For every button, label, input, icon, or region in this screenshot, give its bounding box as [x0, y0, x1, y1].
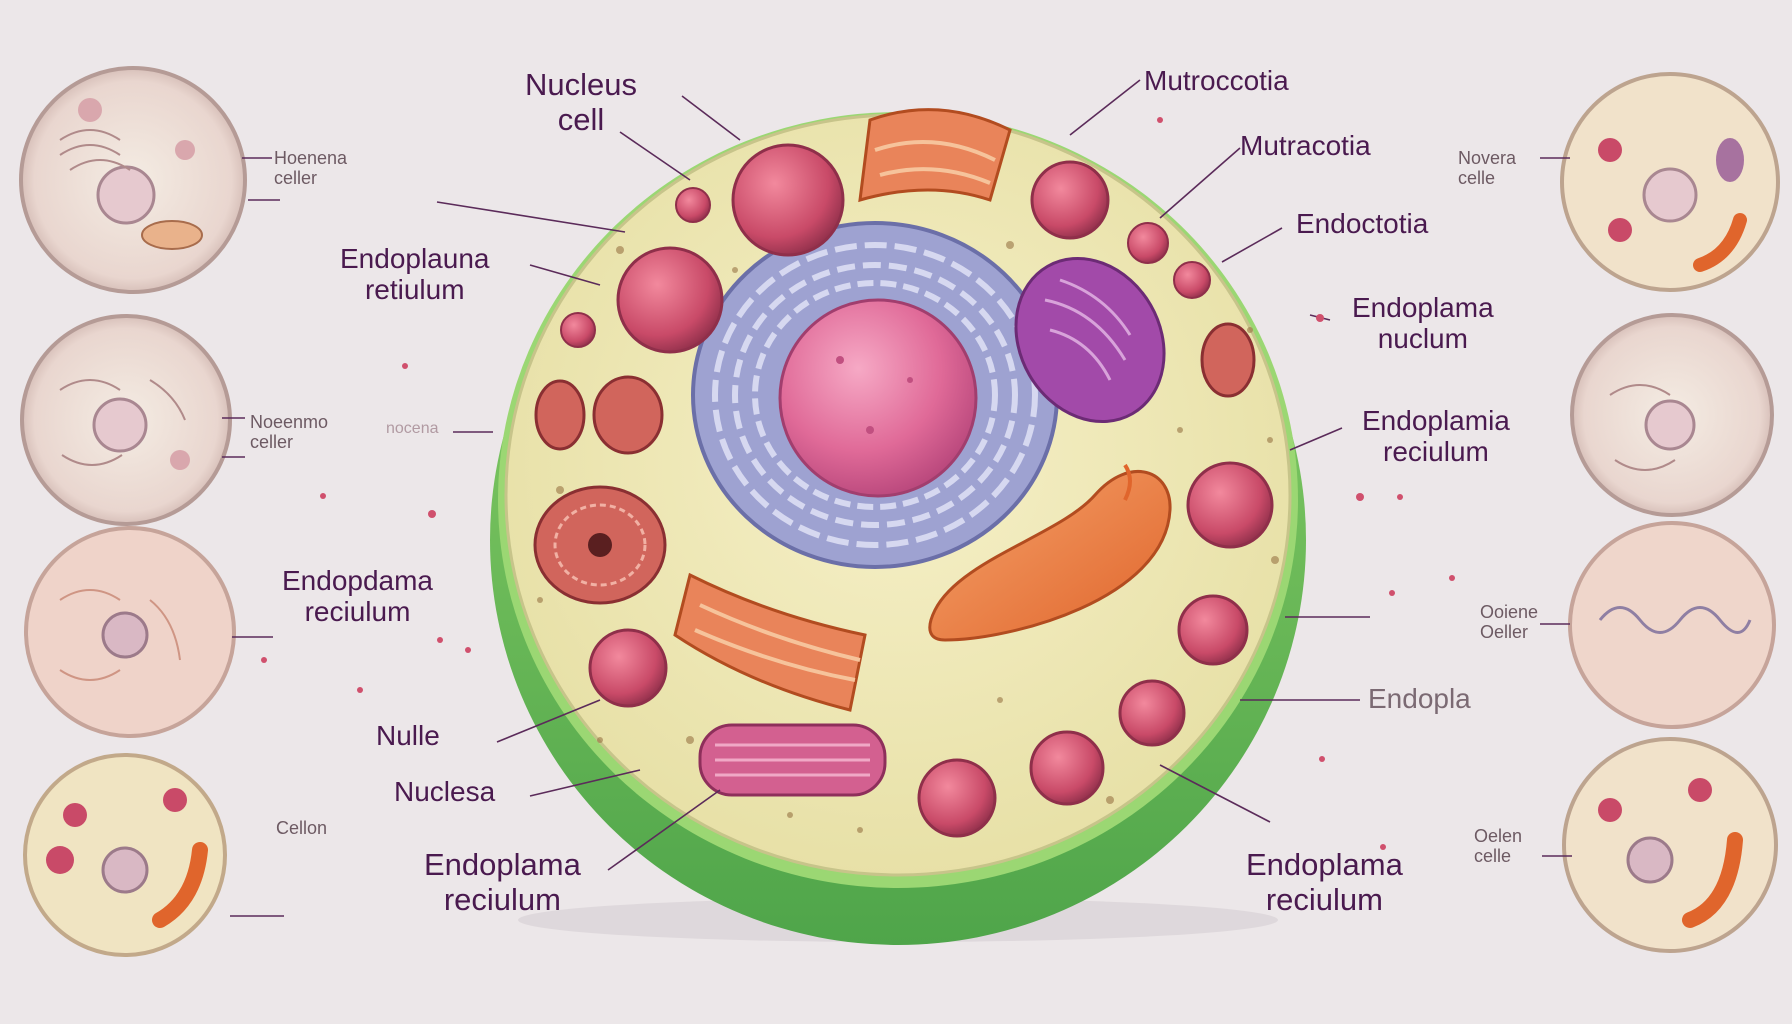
nucleus	[778, 298, 978, 498]
mini-cell-right-2	[1570, 313, 1774, 517]
mini-cell-left-2	[20, 314, 232, 526]
mini-cell-right-4	[1562, 737, 1778, 953]
organelle-purple	[1014, 256, 1166, 424]
label-mutracotia: Mutracotia	[1240, 130, 1371, 161]
mini-cell-right-1	[1560, 72, 1780, 292]
side-label-left-2: Noeenmo celler	[250, 412, 329, 453]
label-endopdama-reciulum: Endopdama reciulum	[282, 565, 434, 628]
main-cell	[490, 108, 1306, 945]
side-label-left-1: Hoenena celler	[274, 148, 348, 189]
organelle-magenta	[698, 723, 887, 797]
mini-cell-left-3	[24, 526, 236, 738]
label-endoplamia-reciulum: Endoplamia reciulum	[1362, 405, 1510, 468]
organelle-ring	[533, 485, 667, 605]
label-nuclesa: Nuclesa	[394, 776, 496, 807]
label-endopla: Endopla	[1368, 683, 1471, 714]
mini-cell-left-4	[23, 753, 227, 957]
label-endoplama-bottom-right: Endoplama reciulum	[1246, 847, 1403, 917]
side-label-left-2-faint: nocena	[386, 420, 439, 437]
label-nucleus-cell: Nucleus cell	[525, 67, 637, 137]
golgi-top	[858, 108, 1012, 203]
label-endoplama-bottom-left: Endoplama reciulum	[424, 847, 581, 917]
mini-cell-right-3	[1568, 521, 1776, 729]
label-endoctotia: Endoctotia	[1296, 208, 1429, 239]
label-mutrocotia: Mutrocсotia	[1144, 65, 1289, 96]
mitochondrion-large	[928, 469, 1172, 642]
mini-cell-left-1	[19, 66, 247, 294]
golgi-bottom-left	[673, 572, 867, 712]
label-endoplama-nuclum: Endoplama nuclum	[1352, 292, 1494, 355]
label-endoplauna-reticulum: Endoplauna retiulum	[340, 243, 490, 306]
side-label-right-1: Novera celle	[1458, 148, 1517, 189]
side-label-right-4: Oelen celle	[1474, 826, 1523, 867]
leader-lines	[222, 79, 1572, 917]
side-label-left-4: Cellon	[276, 818, 328, 838]
vesicles	[534, 143, 1274, 838]
side-label-right-3: Ooiene Oeller	[1480, 602, 1539, 643]
scatter-dots	[261, 117, 1455, 850]
label-nulle: Nulle	[376, 720, 440, 751]
